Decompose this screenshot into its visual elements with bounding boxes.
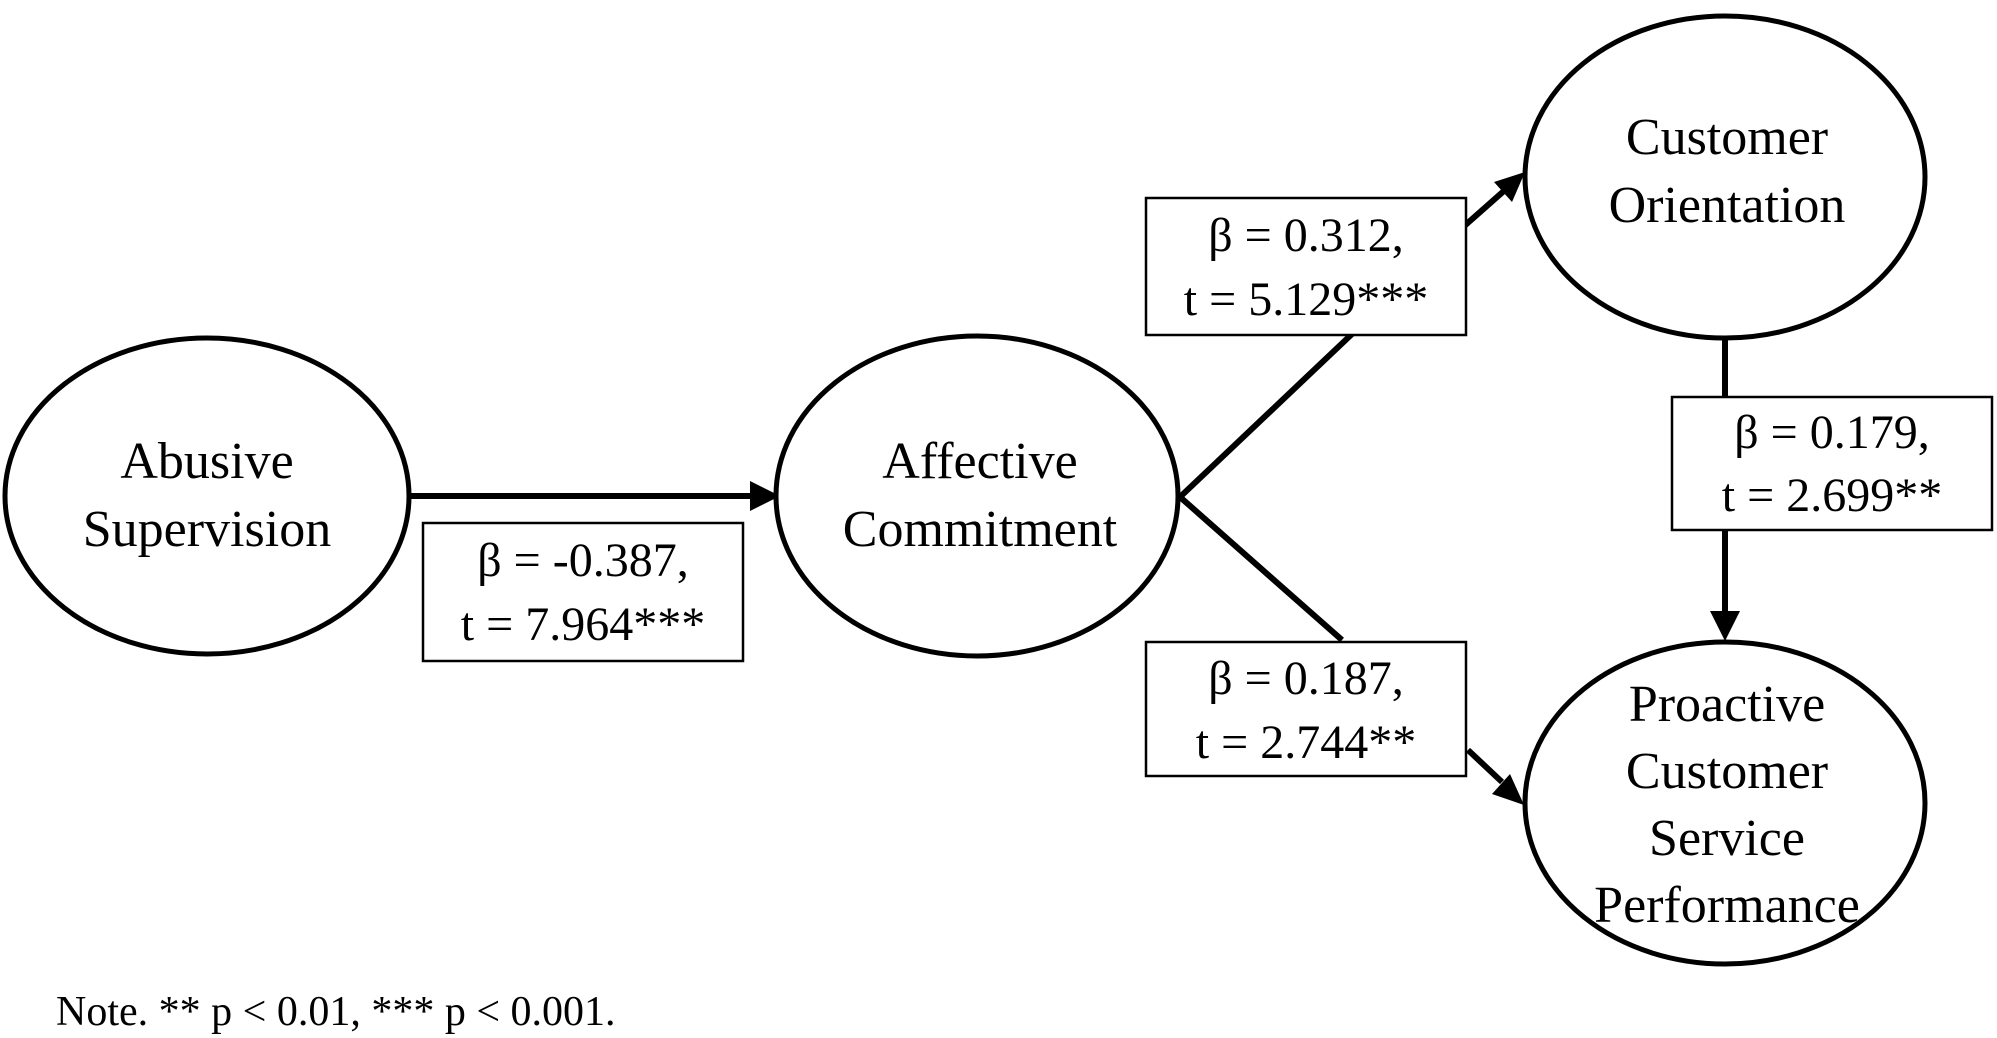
t-value: t = 2.744**: [1196, 716, 1416, 769]
arrowhead: [1494, 172, 1525, 202]
node-label-line: Customer: [1626, 743, 1828, 800]
beta-value: β = -0.387,: [477, 534, 688, 587]
node-customer-orientation: Customer Orientation: [1522, 13, 1928, 341]
t-value: t = 5.129***: [1184, 273, 1428, 326]
edge-affective-to-customer-orientation: [1177, 172, 1525, 500]
node-proactive-customer-service-performance: Proactive Customer Service Performance: [1522, 639, 1928, 967]
arrowhead: [1492, 774, 1524, 805]
arrowhead: [750, 481, 780, 511]
node-label-line: Service: [1649, 810, 1805, 867]
arrowhead: [1710, 611, 1740, 641]
edges: [408, 172, 1740, 805]
node-label-line: Affective: [882, 433, 1077, 490]
edge-abusive-to-affective: [408, 481, 780, 511]
node-abusive-supervision: Abusive Supervision: [2, 335, 412, 657]
t-value: t = 2.699**: [1722, 469, 1942, 522]
path-label-abusive-to-affective: β = -0.387, t = 7.964***: [421, 521, 745, 663]
beta-value: β = 0.179,: [1734, 406, 1930, 459]
node-label-line: Supervision: [83, 501, 331, 558]
t-value: t = 7.964***: [461, 598, 705, 651]
path-label-customer-orientation-to-proactive: β = 0.179, t = 2.699**: [1670, 395, 1994, 532]
beta-value: β = 0.187,: [1208, 652, 1404, 705]
node-label-line: Abusive: [120, 433, 293, 490]
node-label-line: Performance: [1594, 877, 1860, 934]
edge-customer-orientation-to-proactive: [1710, 338, 1740, 641]
significance-note: Note. ** p < 0.01, *** p < 0.001.: [56, 989, 616, 1035]
node-label-line: Orientation: [1609, 177, 1846, 234]
node-label-line: Commitment: [843, 501, 1118, 558]
node-affective-commitment: Affective Commitment: [773, 333, 1181, 659]
path-label-affective-to-customer-orientation: β = 0.312, t = 5.129***: [1144, 196, 1468, 337]
node-label-line: Proactive: [1629, 676, 1825, 733]
node-label-line: Customer: [1626, 109, 1828, 166]
path-label-affective-to-proactive: β = 0.187, t = 2.744**: [1144, 640, 1468, 778]
beta-value: β = 0.312,: [1208, 209, 1404, 262]
edge-affective-to-proactive: [1178, 494, 1524, 805]
